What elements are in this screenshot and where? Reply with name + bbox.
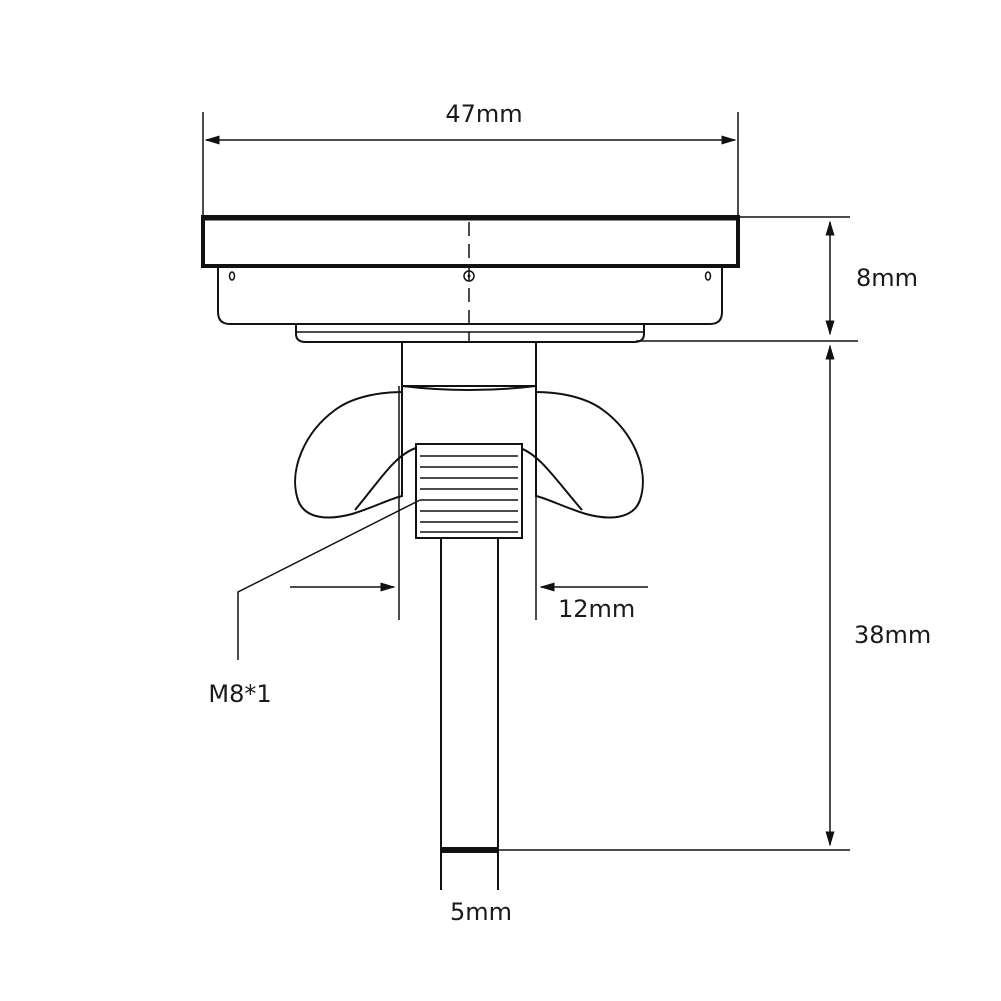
screw-hole-right [704,271,712,281]
thread-lines [420,455,518,533]
stem-sleeve [401,341,537,387]
wing-right [535,386,644,519]
wing-left [294,386,403,519]
nut-width-dimension: 12mm [290,386,648,623]
threaded-section [415,443,523,539]
thread-body [415,443,523,539]
plug-cap [201,215,740,343]
thread-label: M8*1 [208,680,271,708]
screw-hole-left [228,271,236,281]
nut-top-curve [401,385,537,391]
nut-width-label: 12mm [558,595,635,623]
cap-body [217,266,723,325]
rod-diameter-label: 5mm [450,898,512,926]
cap-height-label: 8mm [856,264,918,292]
thread-callout: M8*1 [208,499,421,708]
width-label: 47mm [445,100,522,128]
cap-height-dimension: 8mm [636,216,918,342]
cap-washer [295,324,645,343]
stem-length-label: 38mm [854,621,931,649]
sleeve-body [401,341,537,387]
cap-top-plate [201,215,740,268]
thread-leader-line [237,499,421,660]
rod [440,538,499,890]
width-dimension: 47mm [202,100,739,216]
stem-length-dimension: 38mm [498,344,931,851]
